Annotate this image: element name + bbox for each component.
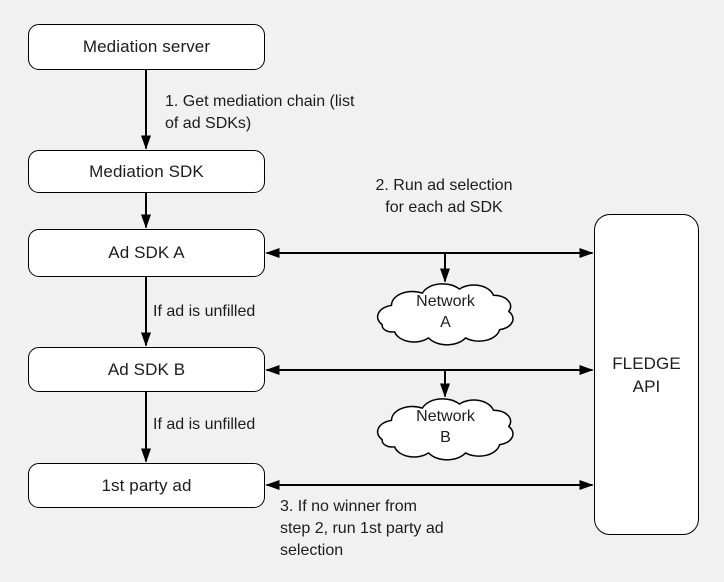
annotation-step1: 1. Get mediation chain (list of ad SDKs) [165, 93, 355, 132]
annotation-step3: 3. If no winner from step 2, run 1st par… [280, 498, 444, 559]
edge-label-unfilled-b: If ad is unfilled [153, 416, 256, 433]
network-a-cloud-icon [378, 284, 513, 345]
network-b-label: Network B [416, 408, 475, 446]
node-ad-sdk-b: Ad SDK B [28, 347, 265, 392]
node-fledge-api: FLEDGE API [594, 214, 699, 535]
node-first-party-ad: 1st party ad [28, 463, 265, 508]
node-mediation-sdk: Mediation SDK [28, 150, 265, 193]
node-ad-sdk-a: Ad SDK A [28, 229, 265, 277]
node-mediation-server: Mediation server [28, 24, 265, 70]
annotation-step2: 2. Run ad selection for each ad SDK [375, 177, 513, 216]
network-b-cloud-icon [378, 399, 513, 460]
network-a-label: Network A [416, 293, 475, 331]
edge-label-unfilled-a: If ad is unfilled [153, 303, 256, 320]
